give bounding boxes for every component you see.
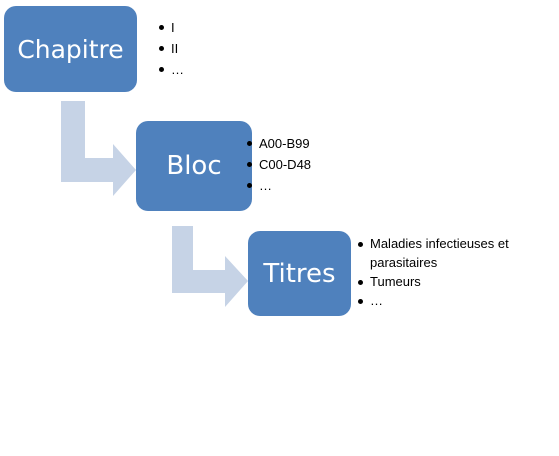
- bullet-list-titres: Maladies infectieuses et parasitaires Tu…: [358, 234, 554, 310]
- bullet-list-bloc: A00-B99 C00-D48 …: [247, 133, 311, 196]
- level-label-titres: Titres: [263, 258, 336, 289]
- level-label-chapitre: Chapitre: [17, 34, 124, 64]
- list-item: C00-D48: [247, 154, 311, 175]
- bent-arrow-icon: [61, 101, 136, 196]
- list-item: …: [159, 59, 184, 80]
- list-item: A00-B99: [247, 133, 311, 154]
- list-item: …: [247, 175, 311, 196]
- level-box-chapitre: Chapitre: [4, 6, 137, 92]
- bullet-list-chapitre: I II …: [159, 17, 184, 80]
- list-item: I: [159, 17, 184, 38]
- level-box-bloc: Bloc: [136, 121, 252, 211]
- list-item: …: [358, 291, 554, 310]
- level-label-bloc: Bloc: [166, 151, 222, 181]
- bent-arrow-icon: [172, 226, 248, 307]
- list-item: Tumeurs: [358, 272, 554, 291]
- list-item: Maladies infectieuses et parasitaires: [358, 234, 554, 272]
- list-item: II: [159, 38, 184, 59]
- level-box-titres: Titres: [248, 231, 351, 316]
